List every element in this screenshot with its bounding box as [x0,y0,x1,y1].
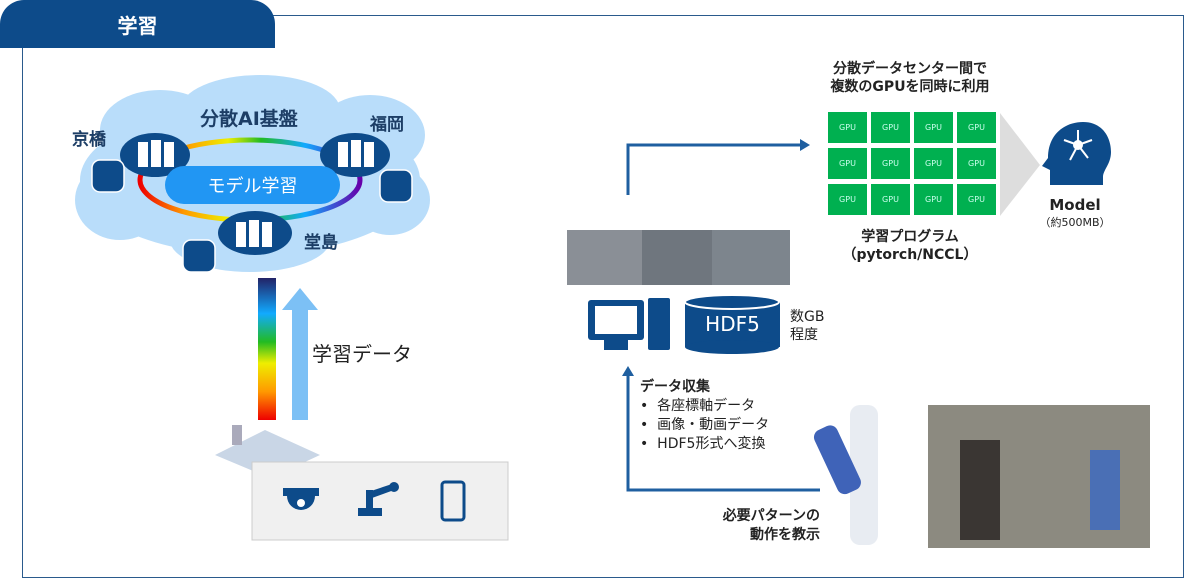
gpu-cell: GPU [914,184,953,215]
model-training-pill: モデル学習 [165,166,340,204]
site-label-fukuoka: 福岡 [370,115,404,135]
teach-line1: 必要パターンの [722,508,820,524]
gpu-cell: GPU [828,112,867,143]
gpu-cell: GPU [871,148,910,179]
hdf5-label: HDF5 [705,312,760,336]
teach-label: 必要パターンの動作を教示 [680,507,820,545]
gpu-title: 分散データセンター間で複数のGPUを同時に利用 [810,60,1010,96]
section-tab: 学習 [0,0,275,48]
camera-images [567,230,790,285]
gpu-cell: GPU [957,112,996,143]
upload-arrow [282,288,318,420]
teach-line2: 動作を教示 [750,527,820,543]
site-label-kyobashi: 京橋 [72,130,106,150]
collection-bullet: • 画像・動画データ [640,417,770,433]
flow-arrow-up-right [626,143,800,195]
storage-size-line2: 程度 [790,327,818,343]
collection-title: データ収集 [640,379,710,395]
cloud-title: 分散AI基盤 [200,108,298,130]
output-chevron [1000,113,1040,216]
gpu-cell: GPU [871,184,910,215]
training-program: 学習プログラム （pytorch/NCCL） [810,228,1010,264]
gpu-title-line2: 複数のGPUを同時に利用 [830,79,990,95]
training-data-label: 学習データ [312,342,412,366]
section-frame [22,15,1184,578]
site-label-dojima: 堂島 [304,233,338,253]
gpu-cell: GPU [914,148,953,179]
ai-head-icon [1042,122,1111,185]
gpu-cell: GPU [828,184,867,215]
gpu-cell: GPU [828,148,867,179]
model-label: Model [1049,196,1101,214]
storage-size-line1: 数GB [790,309,825,325]
camera-icon [283,488,319,510]
model-size: （約500MB） [1039,216,1111,229]
model-info: Model （約500MB） [1030,196,1120,230]
bullet-text: HDF5形式へ変換 [657,436,766,452]
pc-icon [588,298,670,350]
collection-bullet: • 各座標軸データ [640,398,756,414]
gpu-title-line1: 分散データセンター間で [833,61,987,77]
database-cylinder-icon [684,294,780,354]
gpu-cell: GPU [871,112,910,143]
gpu-cell: GPU [914,112,953,143]
robot-arm-photo [813,405,878,545]
database-icons [91,159,413,273]
robot-arm-icon [358,482,399,516]
storage-size: 数GB 程度 [790,308,824,344]
smartphone-icon [440,480,466,522]
bullet-text: 画像・動画データ [657,417,770,433]
program-line2: （pytorch/NCCL） [842,247,978,263]
gpu-cell: GPU [957,184,996,215]
flow-arrow-collect [626,375,820,492]
gpu-cell: GPU [957,148,996,179]
program-line1: 学習プログラム [861,229,959,245]
bullet-text: 各座標軸データ [657,398,756,414]
collection-bullet: • HDF5形式へ変換 [640,436,766,452]
rainbow-data-stream [258,278,276,420]
data-collection: データ収集 • 各座標軸データ • 画像・動画データ • HDF5形式へ変換 [640,378,769,454]
